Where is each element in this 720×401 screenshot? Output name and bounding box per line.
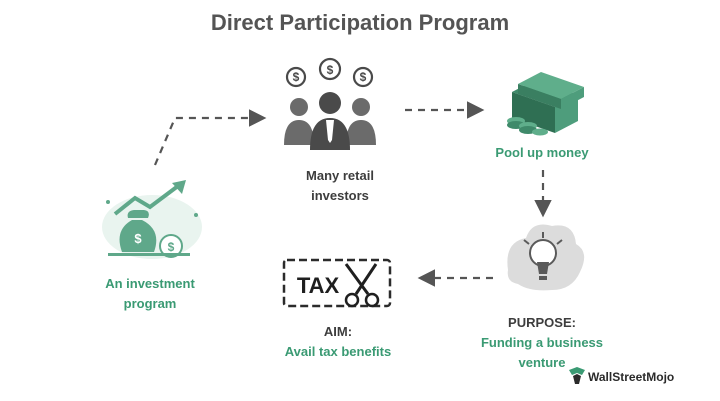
money-bag-growth-icon: $ $ — [102, 180, 202, 259]
arrow-investment-to-investors — [153, 109, 267, 166]
investors-label: Many retail investors — [280, 166, 400, 206]
aim-label-heading: AIM: — [323, 324, 353, 339]
svg-text:$: $ — [360, 70, 367, 84]
aim-label: AIM: Avail tax benefits — [258, 322, 418, 362]
investment-label-line1: An investment — [105, 276, 195, 291]
svg-text:$: $ — [134, 231, 142, 246]
investment-label: An investment program — [90, 274, 210, 314]
brand-name: WallStreetMojo — [588, 370, 675, 384]
tax-scissors-icon: TAX — [282, 258, 392, 308]
aim-label-text: Avail tax benefits — [284, 344, 392, 359]
page-title: Direct Participation Program — [210, 10, 510, 35]
investors-label-line2: investors — [311, 188, 369, 203]
brand-logo-icon — [569, 367, 585, 384]
purpose-label-text2: venture — [518, 355, 566, 370]
svg-text:$: $ — [293, 70, 300, 84]
money-stack-icon — [507, 72, 584, 136]
svg-text:$: $ — [327, 63, 334, 77]
svg-text:$: $ — [168, 240, 175, 254]
pool-label-line1: Pool up money — [495, 145, 589, 160]
lightbulb-idea-icon — [507, 224, 585, 291]
investment-label-line2: program — [123, 296, 177, 311]
purpose-label-text1: Funding a business — [480, 335, 604, 350]
purpose-label-heading: PURPOSE: — [508, 315, 576, 330]
investors-group-icon: $ $ $ — [284, 57, 376, 150]
investors-label-line1: Many retail — [306, 168, 374, 183]
pool-label: Pool up money — [482, 143, 602, 163]
purpose-label: PURPOSE: Funding a business venture — [462, 313, 622, 373]
svg-text:TAX: TAX — [297, 273, 340, 298]
